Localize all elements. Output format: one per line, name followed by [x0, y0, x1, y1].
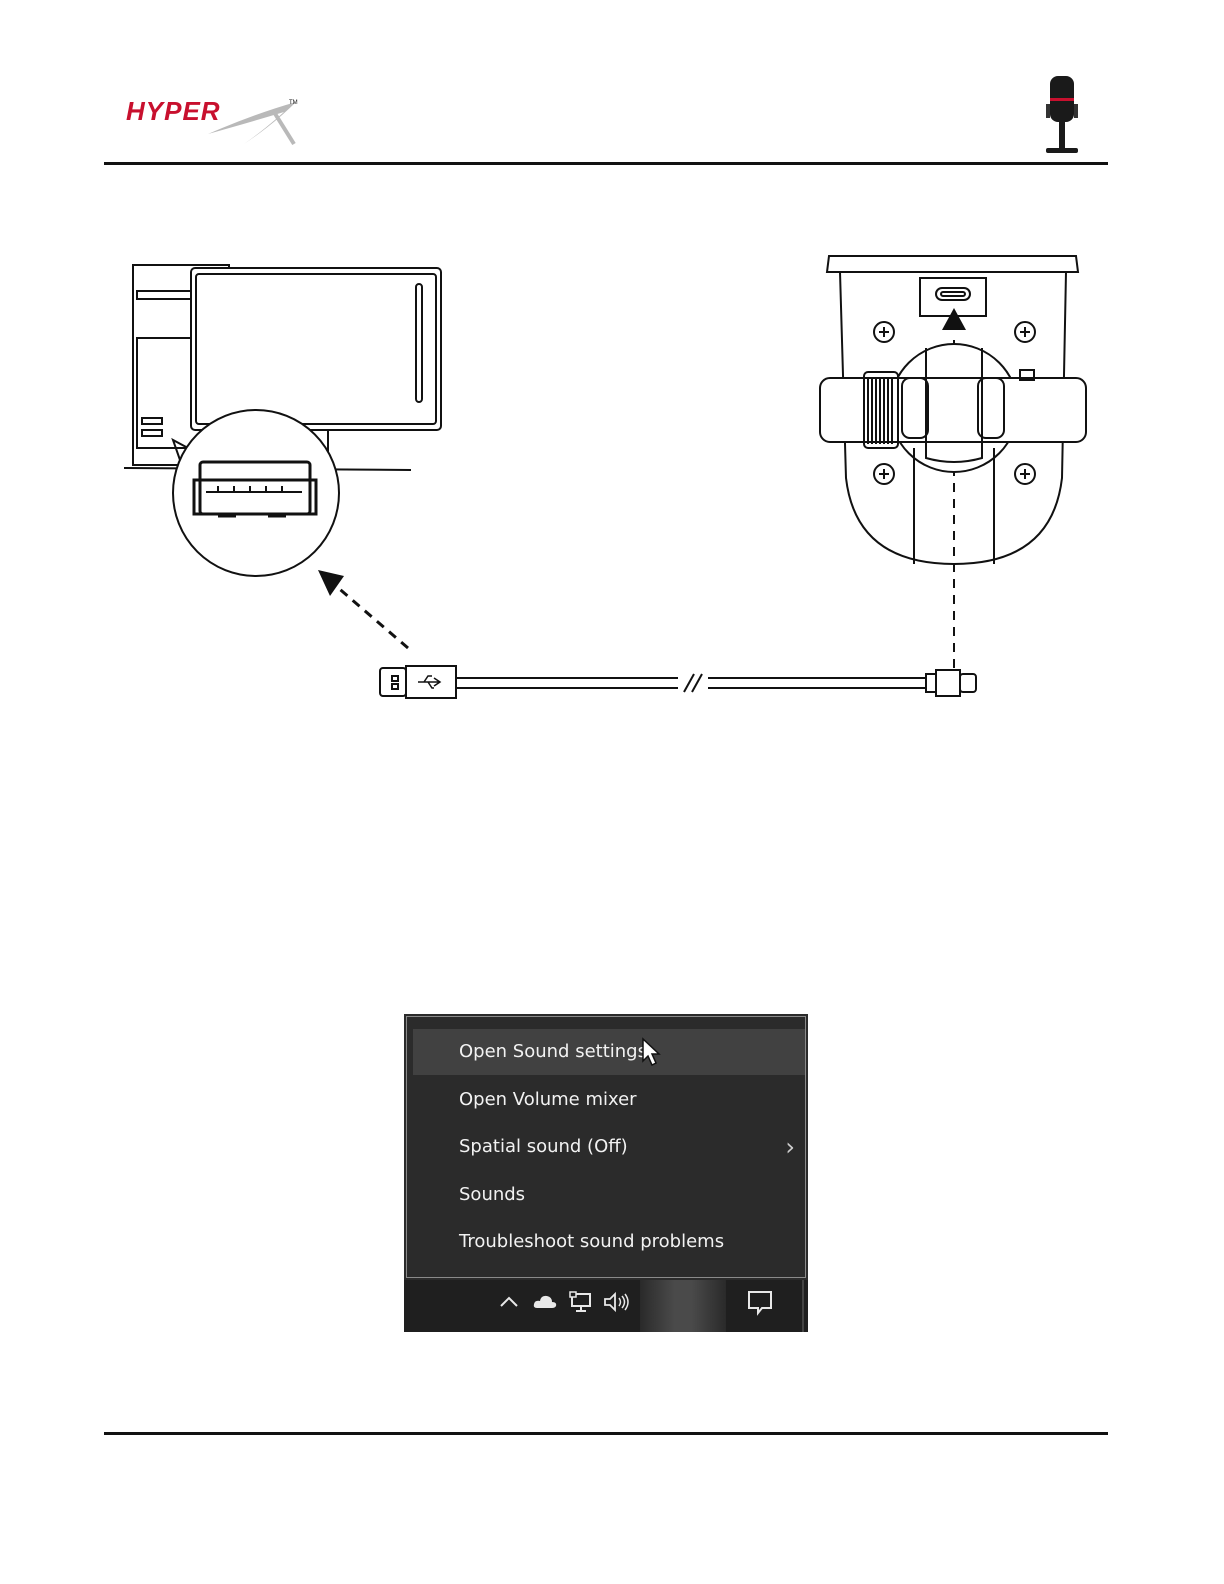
hyperx-logo: HYPER TM	[124, 94, 304, 152]
menu-item-spatial-sound[interactable]: Spatial sound (Off) ›	[413, 1124, 805, 1170]
chevron-right-icon: ›	[785, 1124, 795, 1170]
speaker-icon[interactable]	[602, 1288, 630, 1320]
trademark-mark: TM	[289, 100, 298, 106]
footer-rule	[104, 1432, 1108, 1435]
action-center-icon[interactable]	[746, 1288, 774, 1322]
usb-port-zoom	[173, 410, 339, 576]
clock-area[interactable]	[640, 1280, 726, 1332]
usb-cable	[380, 666, 976, 698]
taskbar	[404, 1280, 808, 1332]
network-icon[interactable]	[568, 1288, 594, 1320]
taskbar-divider	[802, 1280, 804, 1332]
arrowhead-usb-a	[318, 570, 344, 596]
menu-item-open-sound-settings[interactable]: Open Sound settings	[413, 1029, 805, 1075]
header-rule	[104, 162, 1108, 165]
microphone-icon	[1040, 74, 1084, 156]
menu-item-label: Sounds	[459, 1184, 525, 1205]
chevron-up-icon[interactable]	[498, 1288, 520, 1320]
menu-item-label: Open Sound settings	[459, 1041, 647, 1062]
menu-panel: Open Sound settings Open Volume mixer Sp…	[406, 1016, 806, 1278]
menu-item-sounds[interactable]: Sounds	[413, 1172, 805, 1218]
menu-item-label: Troubleshoot sound problems	[459, 1231, 724, 1252]
menu-item-open-volume-mixer[interactable]: Open Volume mixer	[413, 1077, 805, 1123]
menu-item-label: Open Volume mixer	[459, 1089, 637, 1110]
sound-context-menu: Open Sound settings Open Volume mixer Sp…	[404, 1014, 808, 1332]
cloud-icon[interactable]	[532, 1288, 558, 1320]
connection-diagram	[118, 248, 1098, 708]
svg-text:HYPER: HYPER	[126, 96, 221, 126]
menu-item-troubleshoot[interactable]: Troubleshoot sound problems	[413, 1219, 805, 1265]
arrowhead-usb-c	[942, 308, 966, 330]
menu-item-label: Spatial sound (Off)	[459, 1136, 628, 1157]
